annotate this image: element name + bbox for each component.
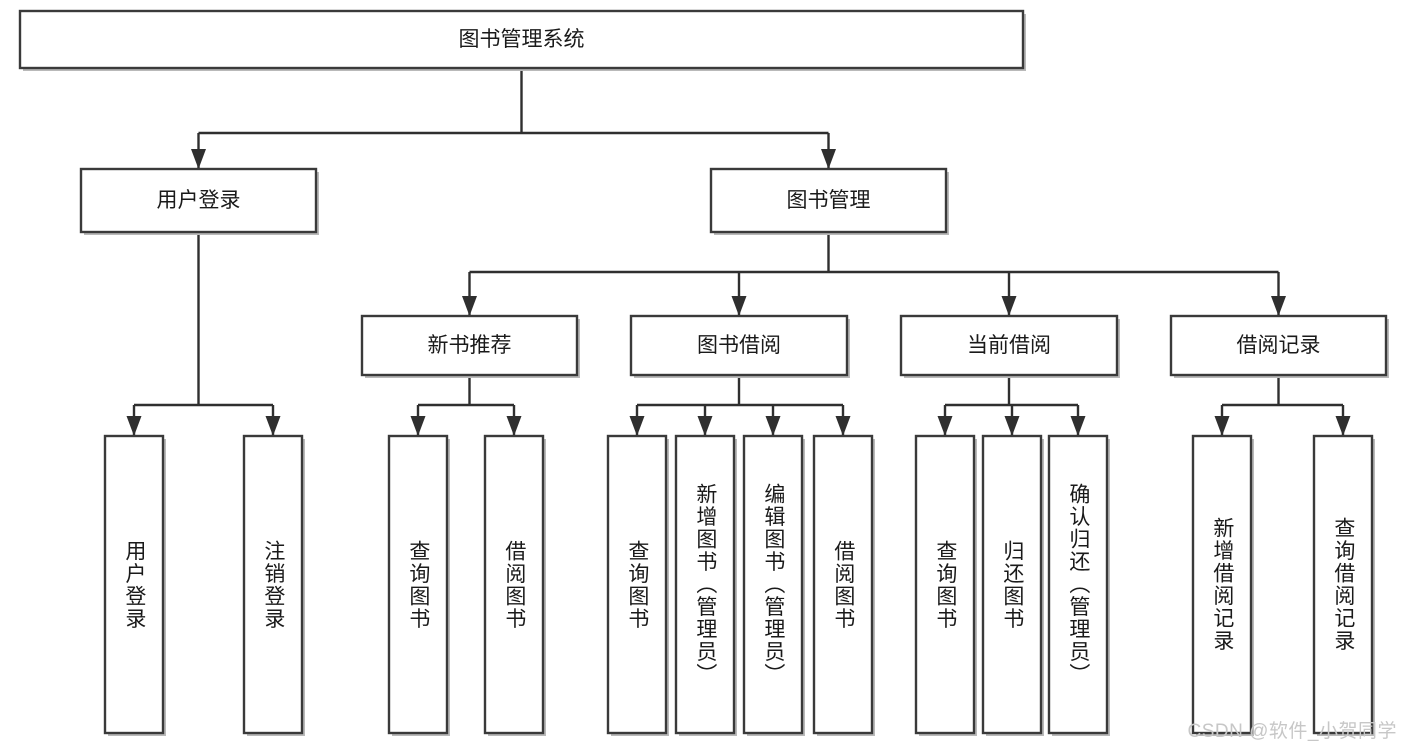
arrow-head-icon [506, 416, 522, 436]
node-box-l-br-add[interactable] [1191, 434, 1253, 735]
arrow-head-icon [835, 416, 851, 436]
watermark-text: CSDN @软件_小贺同学 [1187, 721, 1397, 742]
node-box-l-rec-borrow[interactable] [483, 434, 545, 735]
node-box-l-rec-query[interactable] [387, 434, 449, 735]
node-label-root: 图书管理系统 [459, 28, 585, 51]
node-box-n-user-login[interactable] [79, 167, 318, 234]
boxes-layer [18, 9, 1389, 736]
node-box-n-book-borrow[interactable] [629, 314, 849, 377]
arrow-head-icon [462, 296, 477, 316]
arrow-head-icon [765, 416, 781, 436]
node-box-n-current-borrow[interactable] [899, 314, 1119, 377]
node-box-l-cb-query[interactable] [914, 434, 976, 735]
arrow-head-icon [1004, 416, 1020, 436]
node-box-n-borrow-record[interactable] [1169, 314, 1388, 377]
arrow-head-icon [1214, 416, 1230, 436]
node-box-l-bb-borrow[interactable] [812, 434, 874, 735]
arrow-head-icon [821, 149, 836, 169]
node-label-n-user-login: 用户登录 [157, 189, 241, 212]
node-box-n-new-book-rec[interactable] [360, 314, 579, 377]
node-box-l-bb-edit[interactable] [742, 434, 804, 735]
arrow-head-icon [937, 416, 953, 436]
arrow-head-icon [629, 416, 645, 436]
arrow-head-icon [1001, 296, 1017, 316]
node-box-l-bb-query[interactable] [606, 434, 668, 735]
node-label-n-borrow-record: 借阅记录 [1237, 334, 1321, 357]
arrow-head-icon [731, 296, 747, 316]
node-box-l-user-login[interactable] [103, 434, 165, 735]
arrow-head-icon [1070, 416, 1086, 436]
arrow-head-icon [126, 416, 142, 436]
node-box-l-cb-confirm[interactable] [1047, 434, 1109, 735]
node-label-n-new-book-rec: 新书推荐 [428, 334, 512, 357]
node-box-l-cb-return[interactable] [981, 434, 1043, 735]
arrow-head-icon [1271, 296, 1286, 316]
node-box-n-book-manage[interactable] [709, 167, 948, 234]
arrow-head-icon [1335, 416, 1351, 436]
node-label-n-book-manage: 图书管理 [787, 189, 871, 212]
arrow-head-icon [697, 416, 713, 436]
node-box-l-br-query[interactable] [1312, 434, 1374, 735]
node-box-l-bb-add[interactable] [674, 434, 736, 735]
node-box-l-user-logout[interactable] [242, 434, 304, 735]
arrow-head-icon [191, 149, 206, 169]
node-label-n-book-borrow: 图书借阅 [697, 334, 781, 357]
edges-layer [126, 68, 1351, 436]
arrow-head-icon [410, 416, 426, 436]
arrow-head-icon [265, 416, 281, 436]
node-box-root[interactable] [18, 9, 1025, 70]
node-label-n-current-borrow: 当前借阅 [967, 334, 1051, 357]
